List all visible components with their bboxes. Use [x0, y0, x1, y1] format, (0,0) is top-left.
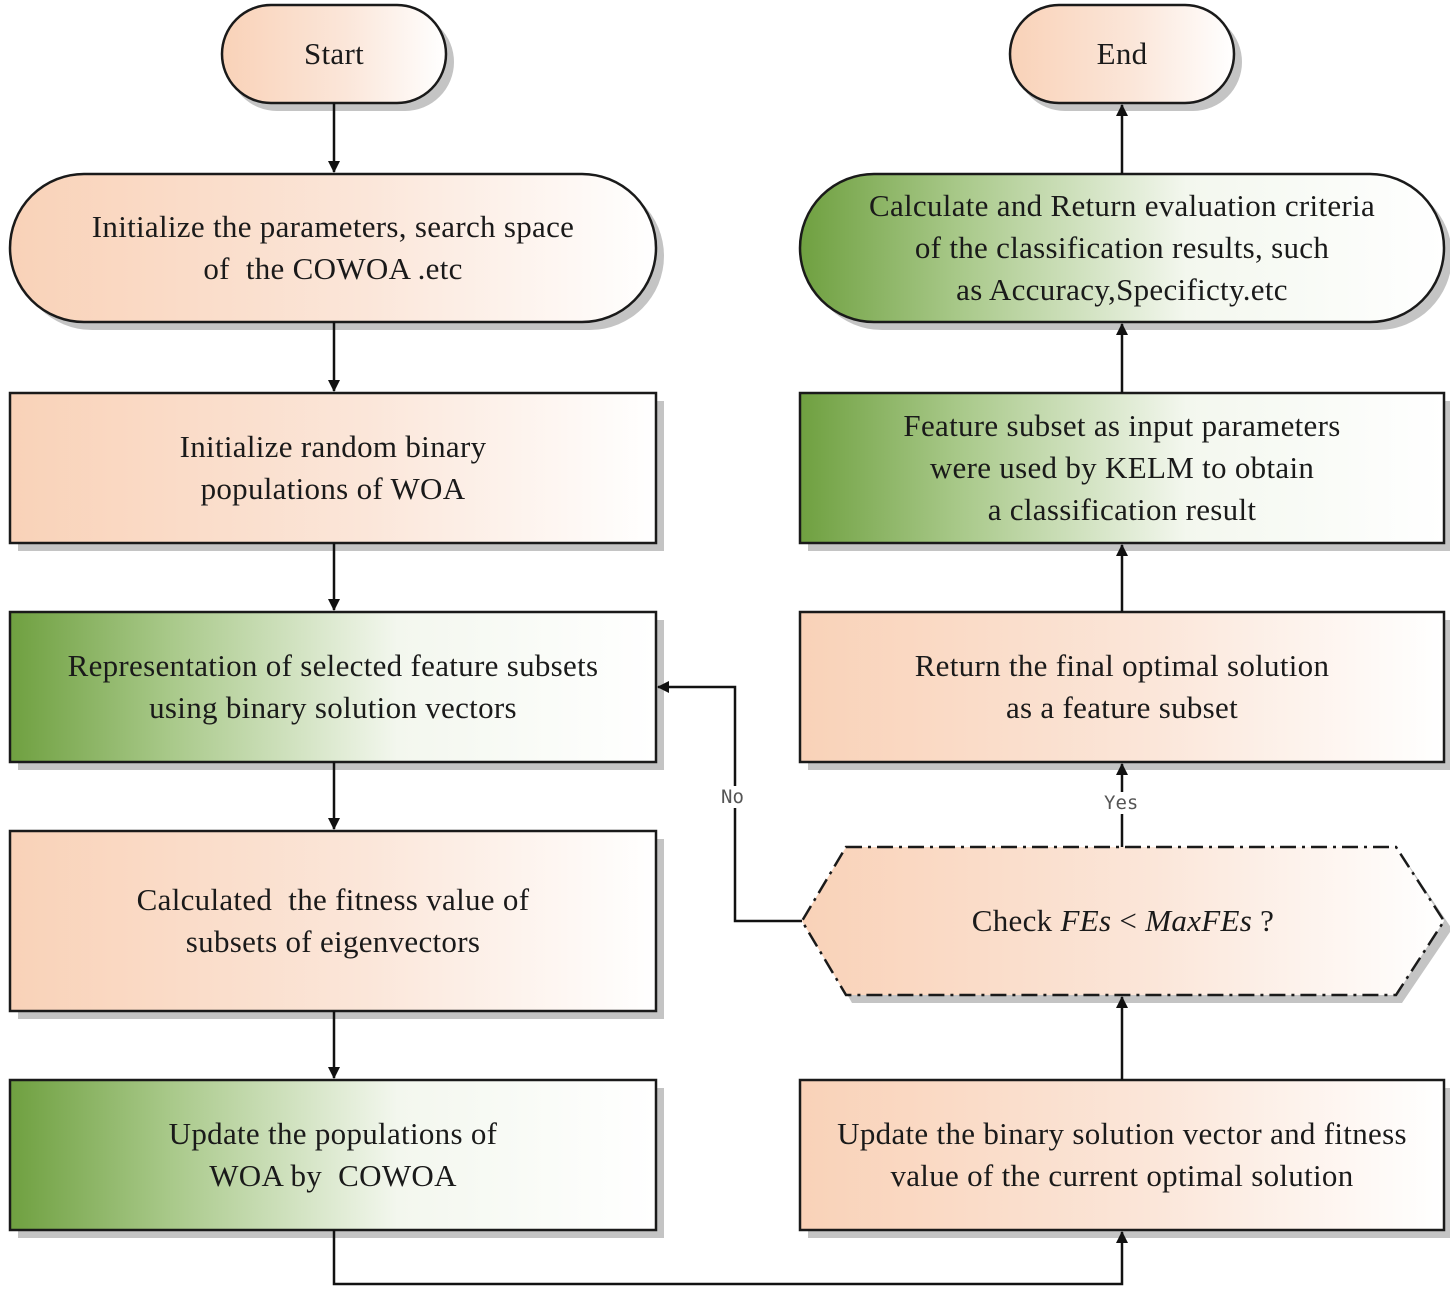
node-text-line: Feature subset as input parameters	[903, 408, 1341, 443]
update-vector-label: Update the binary solution vector and fi…	[800, 1080, 1444, 1230]
node-text-line: value of the current optimal solution	[890, 1158, 1354, 1193]
init-pop-box	[8, 391, 658, 545]
node-text-line: Return the final optimal solution	[914, 648, 1330, 683]
end-label: End	[1010, 5, 1234, 103]
init-pop-label: Initialize random binary populations of W…	[10, 393, 656, 543]
node-text-line: Calculated the fitness value of	[136, 882, 530, 917]
check-label: Check FEs < MaxFEs ?	[802, 847, 1444, 995]
check-decision	[800, 845, 1446, 997]
node-text-line: populations of WOA	[200, 471, 466, 506]
return-solution-label: Return the final optimal solution as a fe…	[800, 612, 1444, 762]
node-text-line: Start	[303, 36, 365, 71]
init-params-label: Initialize the parameters, search space o…	[10, 174, 656, 322]
node-text-line: a classification result	[987, 492, 1257, 527]
node-text-line: WOA by COWOA	[209, 1158, 457, 1193]
fitness-label: Calculated the fitness value of subsets o…	[10, 831, 656, 1011]
node-text-line: Update the binary solution vector and fi…	[837, 1116, 1407, 1151]
node-text-line: Initialize random binary	[179, 429, 487, 464]
end-terminal	[1008, 3, 1236, 105]
node-text-line: Representation of selected feature subse…	[67, 648, 599, 683]
check-prefix: Check	[971, 903, 1061, 938]
yes-edge-label: Yes	[1102, 792, 1141, 814]
no-edge-label: No	[719, 786, 746, 808]
kelm-box	[798, 391, 1446, 545]
fitness-box	[8, 829, 658, 1013]
node-text-line: Update the populations of	[168, 1116, 498, 1151]
node-text-line: Calculate and Return evaluation criteria	[868, 188, 1376, 223]
arrow-update-pop-to-update-vector	[332, 1230, 1128, 1286]
node-text-line: of the COWOA .etc	[203, 251, 463, 286]
check-var-fes: FEs	[1060, 903, 1112, 938]
node-text-line: were used by KELM to obtain	[929, 450, 1315, 485]
node-text-line: of the classification results, such	[914, 230, 1330, 265]
return-solution-box	[798, 610, 1446, 764]
check-suffix: ?	[1252, 903, 1275, 938]
node-text-line: as a feature subset	[1005, 690, 1239, 725]
update-pop-label: Update the populations of WOA by COWOA	[10, 1080, 656, 1230]
check-operator: <	[1111, 903, 1146, 938]
kelm-label: Feature subset as input parameters were u…	[800, 393, 1444, 543]
node-text-line: using binary solution vectors	[149, 690, 517, 725]
representation-box	[8, 610, 658, 764]
check-var-maxfes: MaxFEs	[1145, 903, 1253, 938]
node-text-line: as Accuracy,Specificty.etc	[956, 272, 1288, 307]
start-label: Start	[222, 5, 446, 103]
node-text-line: subsets of eigenvectors	[185, 924, 481, 959]
update-vector-box	[798, 1078, 1446, 1232]
node-text-line: Initialize the parameters, search space	[91, 209, 575, 244]
representation-label: Representation of selected feature subse…	[10, 612, 656, 762]
update-pop-box	[8, 1078, 658, 1232]
evaluate-label: Calculate and Return evaluation criteria…	[800, 174, 1444, 322]
node-text-line: End	[1096, 36, 1148, 71]
